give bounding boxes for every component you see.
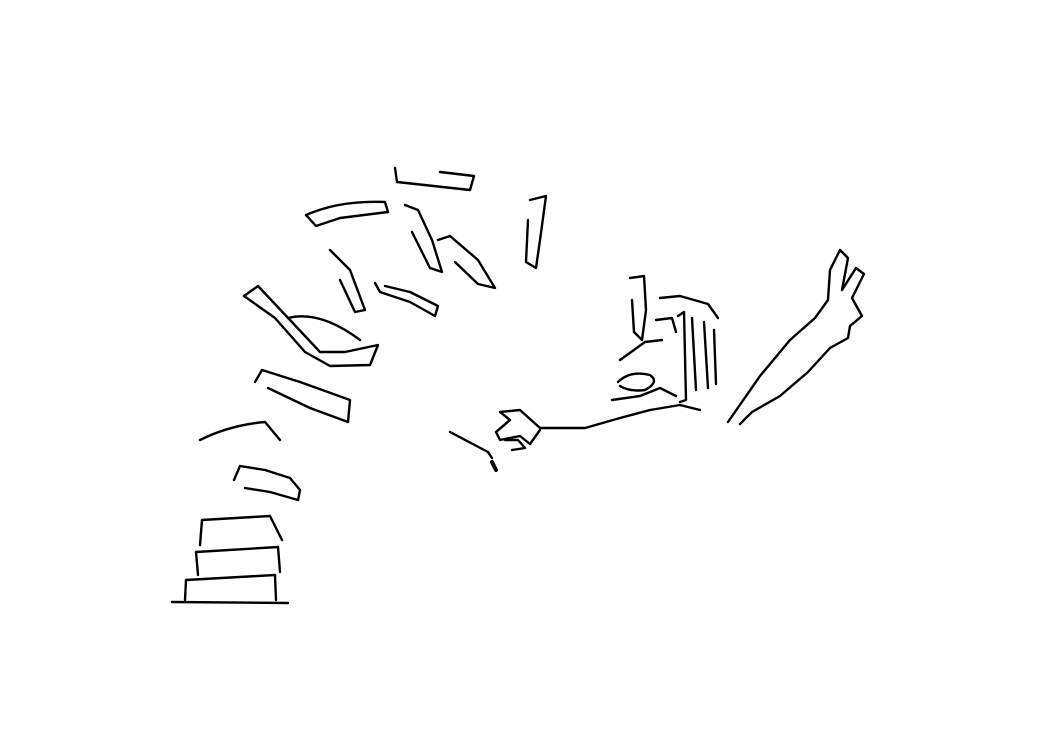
book-stack: [170, 514, 290, 605]
flying-papers: [198, 166, 648, 502]
falling-figure: [448, 248, 866, 472]
